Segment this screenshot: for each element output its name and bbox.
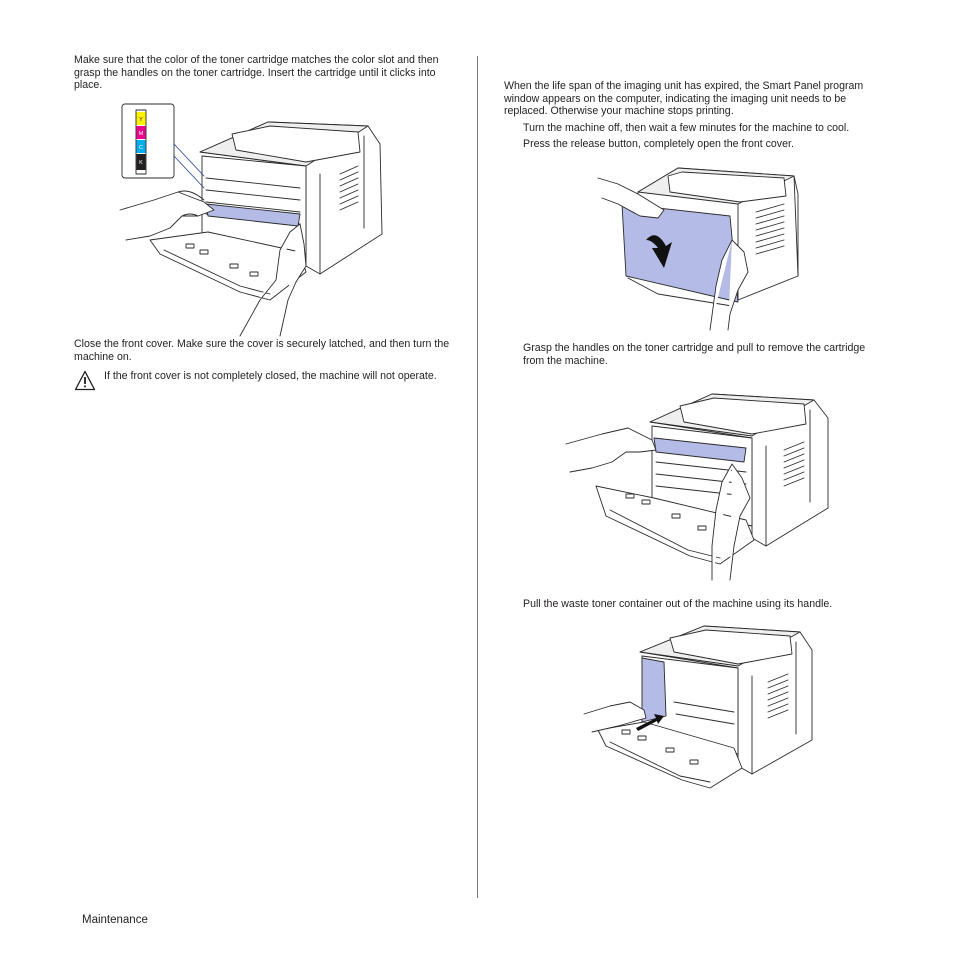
figure-remove-waste-toner xyxy=(583,625,813,789)
column-divider xyxy=(477,56,478,898)
caution-icon xyxy=(74,370,96,391)
toner-label-magenta: M xyxy=(139,131,144,137)
paragraph-imaging-unit-intro: When the life span of the imaging unit h… xyxy=(504,80,864,118)
paragraph-insert-cartridge: Make sure that the color of the toner ca… xyxy=(74,54,439,92)
step-remove-waste-container: Pull the waste toner container out of th… xyxy=(523,598,833,610)
figure-remove-cartridge xyxy=(565,393,829,581)
step-turn-off: Turn the machine off, then wait a few mi… xyxy=(523,122,850,134)
toner-label-black: K xyxy=(139,160,143,166)
figure-insert-cartridge: Y M C K xyxy=(119,103,383,337)
footer-section-title: Maintenance xyxy=(82,914,148,926)
toner-label-cyan: C xyxy=(139,145,143,151)
caution-text: If the front cover is not completely clo… xyxy=(104,370,437,382)
toner-label-yellow: Y xyxy=(139,117,143,123)
step-remove-cartridge: Grasp the handles on the toner cartridge… xyxy=(523,342,866,367)
figure-open-front-cover xyxy=(597,167,799,331)
paragraph-close-cover: Close the front cover. Make sure the cov… xyxy=(74,338,450,363)
step-open-cover: Press the release button, completely ope… xyxy=(523,138,794,150)
